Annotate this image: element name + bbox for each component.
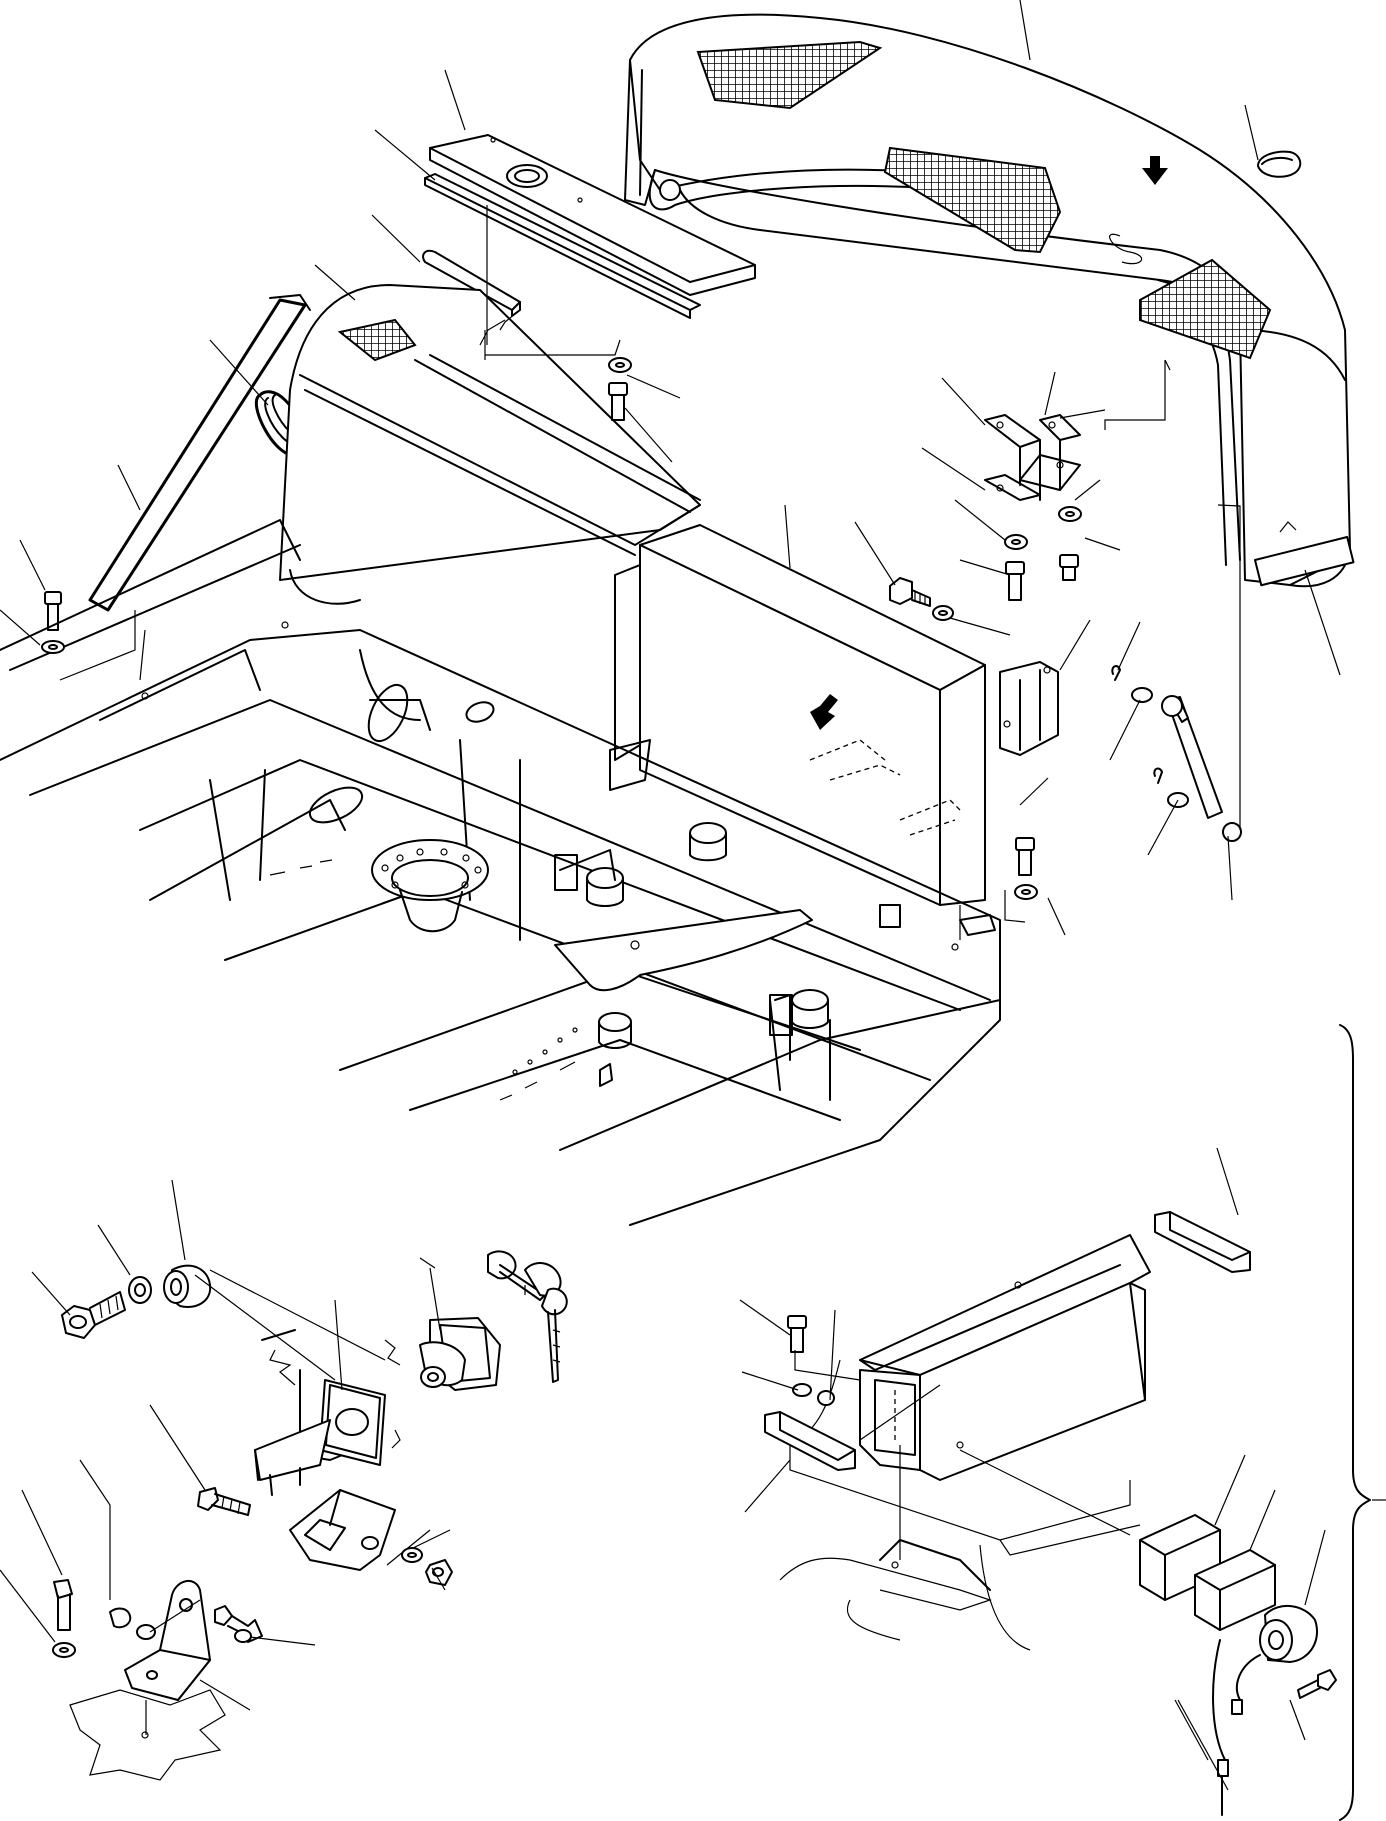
arrow-icon [1142, 156, 1168, 185]
cover-latch-detail [764, 1211, 1337, 1816]
hex-bolt [889, 577, 954, 621]
arrow-icon [810, 694, 838, 730]
bolt [41, 591, 65, 654]
bracket [999, 661, 1059, 756]
bolt [1004, 534, 1028, 601]
grab-rail [88, 294, 311, 612]
top-plate [429, 134, 756, 296]
lock-detail [52, 1250, 568, 1781]
seal-strip [424, 173, 701, 319]
engine-hood [624, 13, 1355, 588]
side-tank [279, 284, 701, 581]
chassis-frame [0, 519, 1001, 1226]
grommet [1257, 150, 1302, 178]
group-brace [1339, 1024, 1386, 1821]
tool-box [609, 524, 996, 936]
bolt [1058, 506, 1082, 581]
bolt [1014, 837, 1038, 900]
connector-lines [59, 205, 1241, 1735]
callout-leaders [0, 0, 1341, 1791]
hinge [984, 414, 1081, 501]
gas-spring [1111, 665, 1242, 842]
washer-bolt [608, 357, 632, 421]
